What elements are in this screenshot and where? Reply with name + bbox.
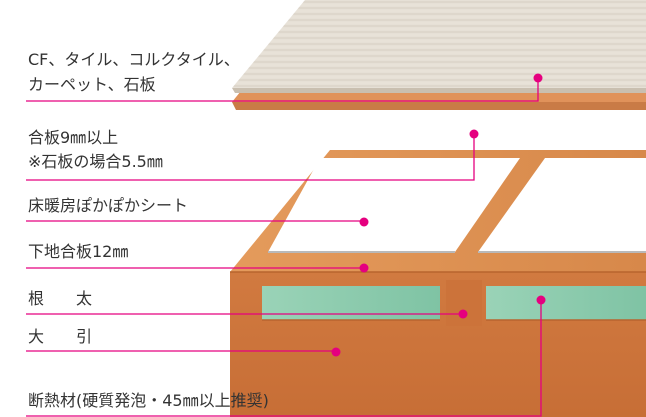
label-joist: 根 太: [28, 289, 93, 308]
insulation-board: [262, 286, 440, 320]
marker-dot-subfloor: [359, 263, 369, 273]
label-subfloor: 下地合板12㎜: [28, 242, 129, 261]
label-plywood-line2: ※石板の場合5.5㎜: [28, 152, 163, 171]
marker-dot-joist: [458, 309, 468, 319]
label-finish-line1: CF、タイル、コルクタイル、: [28, 50, 240, 69]
insulation-board: [486, 286, 646, 320]
label-insulation: 断熱材(硬質発泡・45㎜以上推奨): [28, 391, 269, 410]
label-heating-sheet: 床暖房ぽかぽかシート: [28, 196, 189, 215]
marker-dot-insulation: [536, 295, 546, 305]
marker-dot-beam: [331, 347, 341, 357]
leader-line-plywood: [26, 134, 475, 181]
label-beam: 大 引: [28, 327, 93, 346]
finish-layer: [232, 0, 646, 88]
joist-block: [446, 280, 482, 326]
marker-dot-finish: [533, 73, 543, 83]
heating-sheet-panel: [268, 158, 520, 252]
heating-sheet-panel: [478, 158, 646, 252]
marker-dot-heating: [359, 217, 369, 227]
leader-line-insulation: [26, 300, 542, 417]
leader-line-finish: [26, 78, 539, 102]
label-plywood-line1: 合板9㎜以上: [28, 128, 119, 147]
label-finish-line2: カーペット、石板: [28, 75, 156, 94]
marker-dot-plywood: [469, 129, 479, 139]
